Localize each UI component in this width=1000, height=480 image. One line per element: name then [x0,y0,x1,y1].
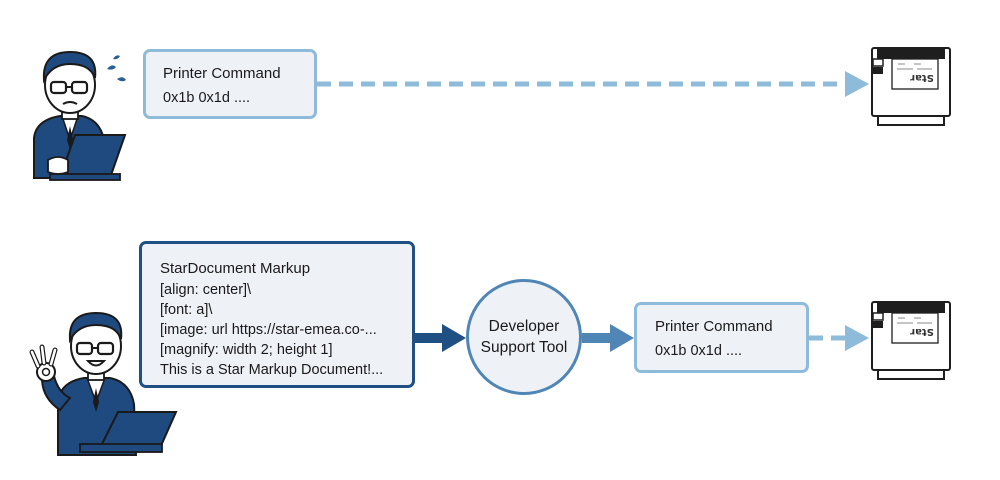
markup-line: [magnify: width 2; height 1] [160,342,333,358]
markup-line: [image: url https://star-emea.co-... [160,322,377,338]
printer-command-box: Printer Command 0x1b 0x1d .... [143,49,317,119]
tool-label-line1: Developer [488,318,560,335]
printer-command-title: Printer Command [163,65,281,82]
printer-command-code: 0x1b 0x1d .... [655,343,743,359]
arrow-icon [582,324,634,352]
arrow-icon [809,325,869,351]
printer-icon [871,47,951,126]
arrow-icon [317,71,869,97]
printer-command-box: Printer Command 0x1b 0x1d .... [634,302,809,373]
developer-worried-icon [33,50,127,181]
markup-line: This is a Star Markup Document!... [160,362,384,378]
tool-label-line2: Support Tool [480,339,568,356]
developer-support-tool-node: Developer Support Tool [466,279,582,395]
markup-box: StarDocument Markup [align: center]\ [fo… [139,241,415,388]
markup-title: StarDocument Markup [160,260,311,277]
markup-line: [align: center]\ [160,282,252,298]
printer-icon [871,301,951,380]
printer-command-code: 0x1b 0x1d .... [163,90,251,106]
printer-command-title: Printer Command [655,318,773,335]
markup-line: [font: a]\ [160,302,213,318]
developer-ok-icon [29,311,178,456]
arrow-icon [415,324,466,352]
